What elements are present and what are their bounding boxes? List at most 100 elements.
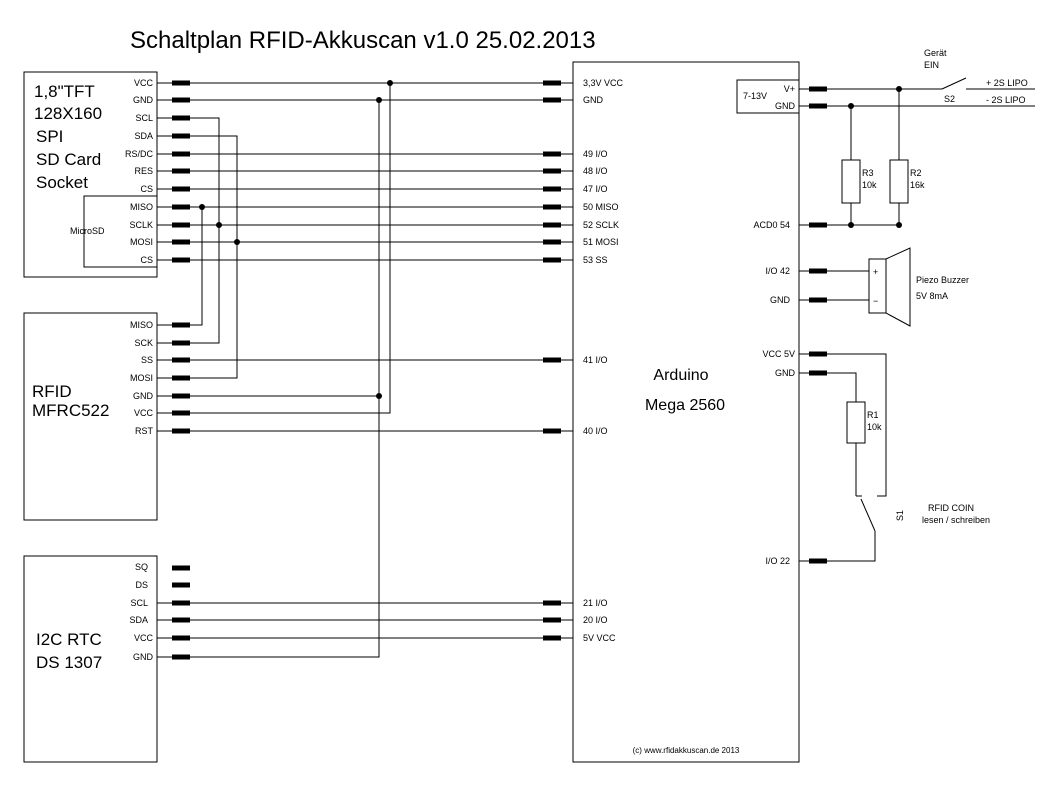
schematic-title: Schaltplan RFID-Akkuscan v1.0 25.02.2013 — [130, 27, 596, 54]
rtc-pin-sda: SDA — [129, 615, 148, 625]
rtc-label-line2: DS 1307 — [36, 653, 102, 672]
tft-pin-gnd: GND — [133, 95, 154, 105]
r3-name: R3 — [862, 168, 874, 178]
rtc-label-line1: I2C RTC — [36, 630, 102, 649]
arduino-pin-53: 53 SS — [583, 255, 608, 265]
r2-value: 16k — [910, 180, 925, 190]
arduino-pin-52: 52 SCLK — [583, 220, 619, 230]
arduino-pin-20: 20 I/O — [583, 615, 608, 625]
pin-pad — [543, 97, 561, 103]
piezo-buzzer-horn — [885, 247, 911, 327]
tft-pin-sclk: SCLK — [129, 220, 153, 230]
tft-pin-sda: SDA — [134, 131, 153, 141]
pin-pad — [172, 151, 190, 157]
pin-pad — [809, 558, 827, 564]
battery-plus-label: + 2S LIPO — [986, 78, 1028, 88]
pin-pad — [172, 375, 190, 381]
rfid-pin-vcc: VCC — [134, 408, 154, 418]
tft-pin-res: RES — [134, 166, 153, 176]
pin-pad — [543, 151, 561, 157]
battery-minus-label: - 2S LIPO — [986, 95, 1026, 105]
arduino-pin-gnd-buzzer: GND — [770, 295, 791, 305]
arduino-pin-47: 47 I/O — [583, 184, 608, 194]
power-switch-name: S2 — [944, 94, 955, 104]
arduino-pin-41: 41 I/O — [583, 355, 608, 365]
pin-pad — [172, 635, 190, 641]
tft-pin-cs: CS — [140, 184, 153, 194]
arduino-supply-label: 7-13V — [743, 91, 767, 101]
rtc-pin-scl: SCL — [130, 598, 148, 608]
arduino-pin-5v: 5V VCC — [583, 633, 616, 643]
tft-pin-mosi: MOSI — [130, 237, 153, 247]
arduino-pin-gnd-button: GND — [775, 368, 796, 378]
power-switch-label-line1: Gerät — [924, 48, 947, 58]
resistor-r2 — [889, 159, 909, 204]
arduino-pin-22: I/O 22 — [765, 556, 790, 566]
arduino-pin-48: 48 I/O — [583, 166, 608, 176]
arduino-pin-42: I/O 42 — [765, 266, 790, 276]
pin-pads — [172, 80, 827, 660]
arduino-pin-vcc5v: VCC 5V — [762, 349, 795, 359]
rtc-pin-ds: DS — [135, 580, 148, 590]
tft-label-line3: SPI — [36, 127, 63, 146]
pin-pad — [543, 222, 561, 228]
pin-pad — [172, 133, 190, 139]
rtc-module — [23, 555, 158, 763]
tft-pin-rsdc: RS/DC — [125, 149, 154, 159]
arduino-pin-gnd-supply: GND — [775, 101, 796, 111]
pin-pad — [172, 410, 190, 416]
arduino-pin-acd0: ACD0 54 — [753, 220, 790, 230]
pin-pad — [172, 322, 190, 328]
buzzer-minus: − — [873, 296, 878, 306]
pin-pad — [543, 80, 561, 86]
pin-pad — [172, 80, 190, 86]
resistor-r1 — [846, 401, 866, 444]
rfid-pin-rst: RST — [135, 426, 154, 436]
pin-pad — [172, 222, 190, 228]
rfid-pin-ss: SS — [141, 355, 153, 365]
microsd-label: MicroSD — [70, 226, 105, 236]
microsd-box — [83, 195, 158, 268]
pin-pad — [809, 297, 827, 303]
arduino-pin-49: 49 I/O — [583, 149, 608, 159]
pin-pad — [809, 351, 827, 357]
pin-pad — [543, 617, 561, 623]
pin-pad — [172, 428, 190, 434]
arduino-pin-51: 51 MOSI — [583, 237, 619, 247]
buzzer-plus: + — [873, 267, 878, 277]
r2-name: R2 — [910, 168, 922, 178]
arduino-pin-50: 50 MISO — [583, 202, 619, 212]
junction-dots — [199, 80, 902, 399]
arduino-label-line2: Mega 2560 — [645, 397, 725, 414]
r3-value: 10k — [862, 180, 877, 190]
pin-pad — [543, 239, 561, 245]
rtc-pin-sq: SQ — [135, 562, 148, 572]
arduino-pin-40: 40 I/O — [583, 426, 608, 436]
pin-pad — [172, 600, 190, 606]
tft-label-line4: SD Card — [36, 150, 101, 169]
pin-pad — [543, 635, 561, 641]
rfid-pin-gnd: GND — [133, 391, 154, 401]
pin-pad — [809, 86, 827, 92]
pin-pad — [172, 97, 190, 103]
r1-name: R1 — [867, 410, 879, 420]
pin-pad — [809, 370, 827, 376]
button-label-line1: RFID COIN — [928, 503, 974, 513]
rfid-label-line2: MFRC522 — [32, 401, 109, 420]
pin-pad — [809, 222, 827, 228]
button-label-line2: lesen / schreiben — [922, 515, 990, 525]
pin-pad — [543, 357, 561, 363]
rfid-module — [23, 312, 158, 521]
pin-pad — [543, 257, 561, 263]
arduino-pin-vplus: V+ — [784, 84, 795, 94]
pin-pad — [172, 239, 190, 245]
arduino-label-line1: Arduino — [653, 367, 708, 384]
tft-pin-vcc: VCC — [134, 78, 154, 88]
rfid-pin-miso: MISO — [130, 320, 153, 330]
pin-pad — [543, 428, 561, 434]
tft-pin-scl: SCL — [135, 113, 153, 123]
arduino-board — [572, 61, 800, 763]
tft-label-line2: 128X160 — [34, 104, 102, 123]
pin-pad — [809, 268, 827, 274]
